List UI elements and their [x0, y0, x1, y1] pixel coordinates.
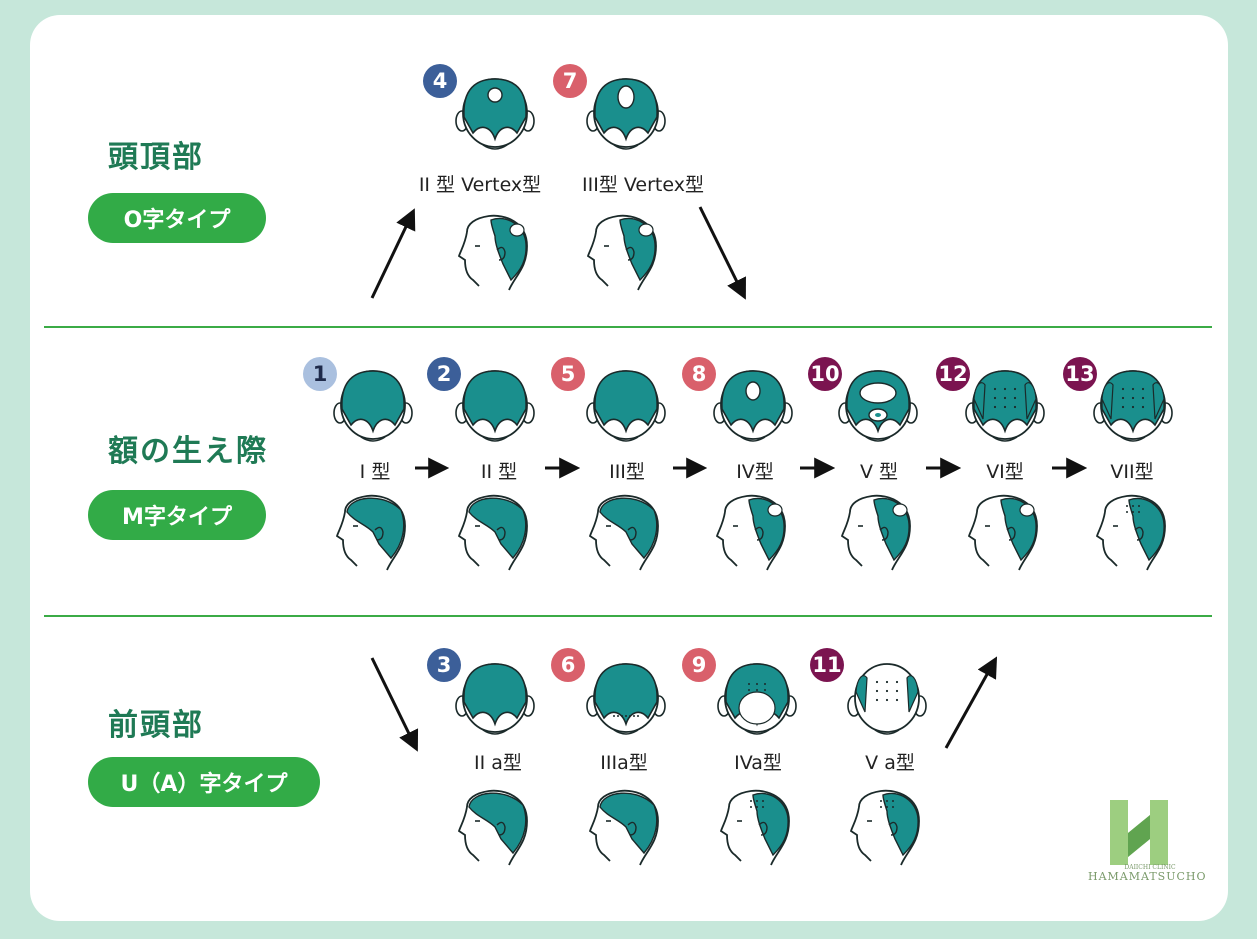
pill-u-type: U（A）字タイプ [88, 757, 320, 807]
type-label-va: V a型 [865, 752, 915, 774]
section-title-vertex: 頭頂部 [108, 140, 204, 175]
type-label-iii: III型 [609, 461, 645, 483]
type-label-v: V 型 [859, 461, 899, 483]
head-side-front-1 [457, 789, 528, 866]
badge-12: 12 [936, 357, 970, 391]
head-side-type-3 [588, 494, 659, 571]
badge-11: 11 [810, 648, 844, 682]
head-side-type-6 [967, 494, 1038, 571]
type-label-iva: IVa型 [734, 752, 782, 774]
head-back-type-5 [838, 370, 918, 442]
pill-m-type: M字タイプ [88, 490, 266, 540]
head-side-front-2 [588, 789, 659, 866]
section-title-hairline: 額の生え際 [108, 434, 268, 469]
badge-4: 4 [423, 64, 457, 98]
badge-13: 13 [1063, 357, 1097, 391]
head-side-type-2 [457, 494, 528, 571]
badge-10: 10 [808, 357, 842, 391]
head-back-type-4 [713, 370, 793, 442]
head-back-type-1 [333, 370, 413, 442]
head-side-type-7 [1095, 494, 1166, 571]
head-back-front-3 [717, 663, 797, 735]
head-side-type-7 [586, 214, 657, 291]
head-side-type-4 [457, 214, 528, 291]
badge-5: 5 [551, 357, 585, 391]
badge-2: 2 [427, 357, 461, 391]
head-back-type-4 [455, 78, 535, 150]
head-side-front-3 [719, 789, 790, 866]
badge-9: 9 [682, 648, 716, 682]
head-back-type-7 [586, 78, 666, 150]
head-back-front-2 [586, 663, 666, 735]
head-side-type-5 [840, 494, 911, 571]
badge-3: 3 [427, 648, 461, 682]
type-label-iia: II a型 [474, 752, 522, 774]
type-label-iiia: IIIa型 [600, 752, 648, 774]
type-label-iv: IV型 [736, 461, 774, 483]
arrow-down-from-vertex [698, 206, 746, 300]
head-back-type-3 [586, 370, 666, 442]
type-label-ii: II 型 [480, 461, 518, 483]
logo-line2: HAMAMATSUCHO [1088, 870, 1207, 883]
badge-1: 1 [303, 357, 337, 391]
arrow-down-to-front [370, 657, 419, 752]
head-back-type-2 [455, 370, 535, 442]
head-back-front-4 [847, 663, 927, 735]
badge-6: 6 [551, 648, 585, 682]
arrow-up-from-front [944, 656, 998, 749]
head-back-front-1 [455, 663, 535, 735]
type-label-vii: VII型 [1110, 461, 1154, 483]
type-label-ii-vertex: II 型 Vertex型 [418, 174, 542, 196]
head-side-type-4 [715, 494, 786, 571]
type-label-iii-vertex: III型 Vertex型 [582, 174, 704, 196]
divider-bottom [44, 615, 1212, 617]
head-side-front-4 [849, 789, 920, 866]
arrow-up-to-vertex [370, 208, 416, 299]
head-back-type-7 [1093, 370, 1173, 442]
divider-top [44, 326, 1212, 328]
type-label-i: I 型 [359, 461, 391, 483]
badge-7: 7 [553, 64, 587, 98]
type-label-vi: VI型 [986, 461, 1024, 483]
head-back-type-6 [965, 370, 1045, 442]
pill-o-type: O字タイプ [88, 193, 266, 243]
logo-line1: DAIICHI CLINIC [1124, 864, 1176, 871]
section-title-front: 前頭部 [108, 708, 204, 743]
clinic-logo-icon [1110, 800, 1168, 865]
badge-8: 8 [682, 357, 716, 391]
head-side-type-1 [335, 494, 406, 571]
